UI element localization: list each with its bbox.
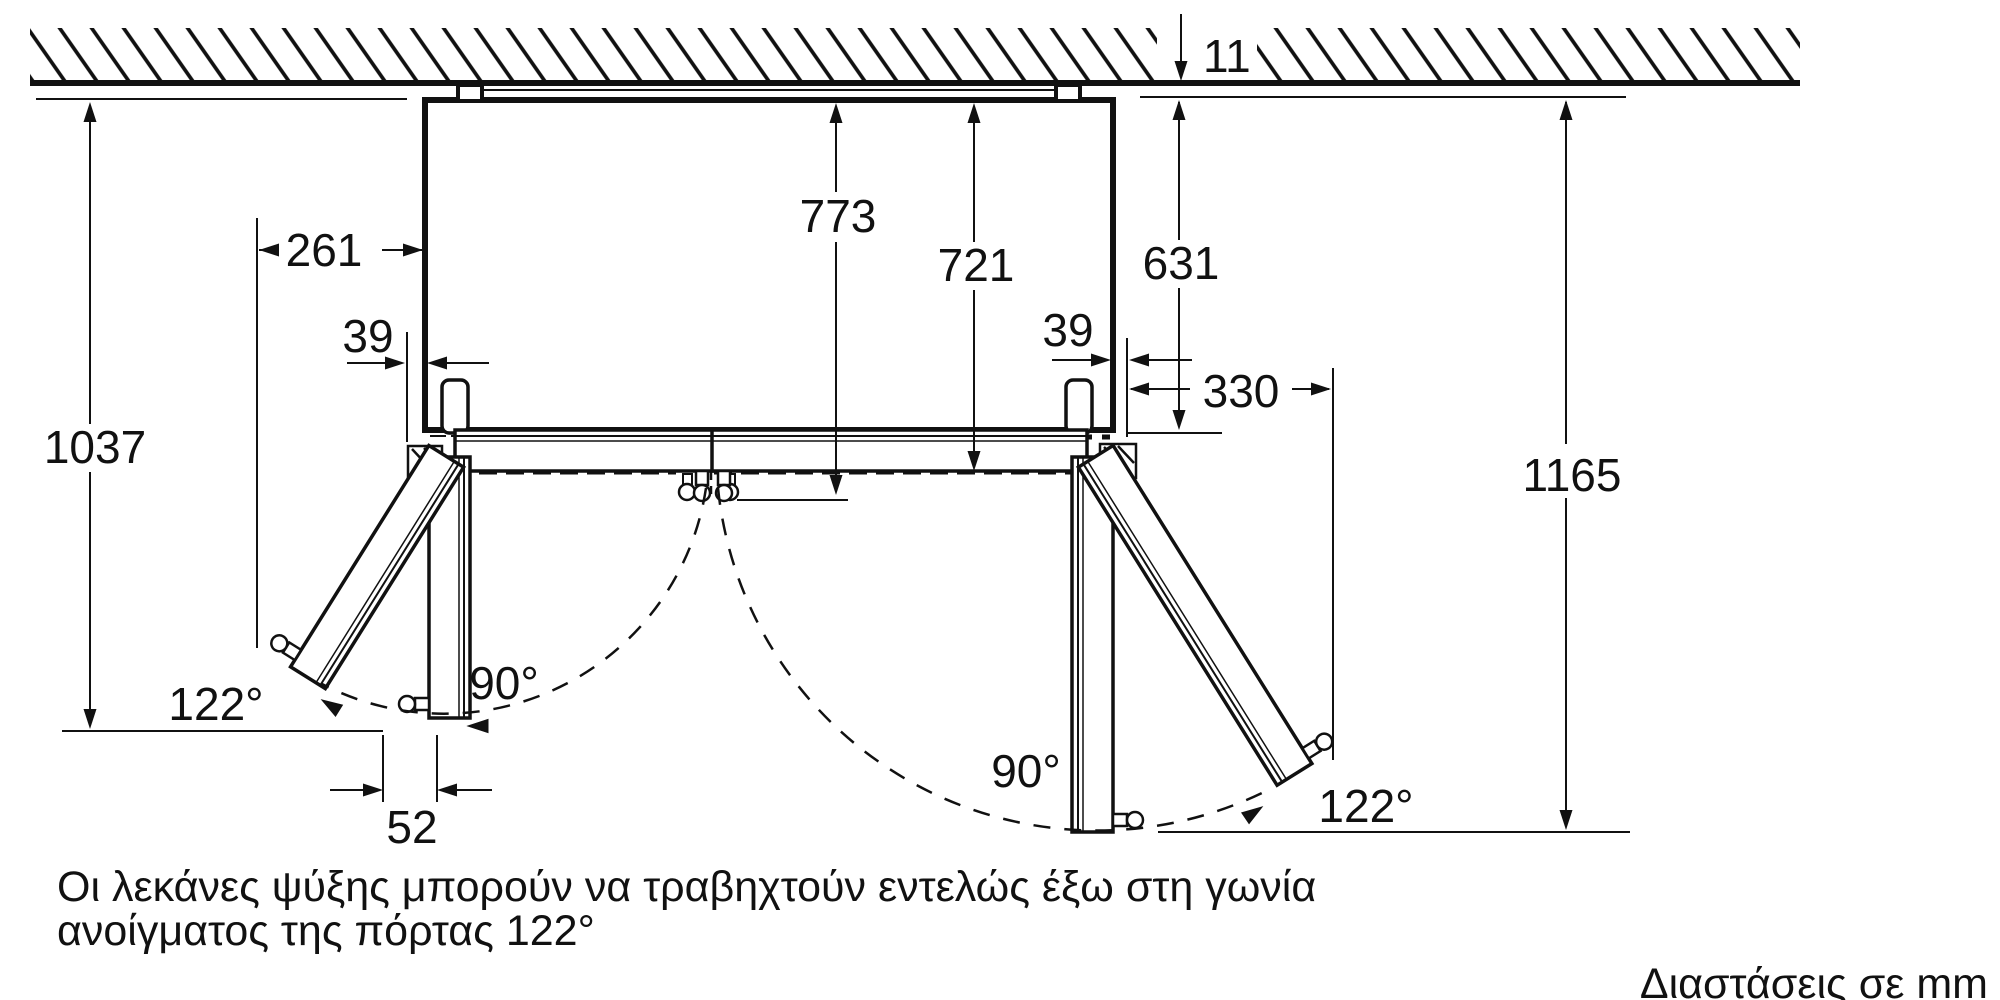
dim-label-631: 631 — [1143, 237, 1220, 289]
dim-hinge-right: 39 — [1042, 304, 1192, 437]
dim-label-11: 11 — [1203, 30, 1251, 82]
dim-label-721: 721 — [938, 239, 1015, 291]
dim-depth-cabinet: 631 — [1127, 100, 1222, 434]
dim-label-1037: 1037 — [44, 421, 146, 473]
angle-label-right-90: 90° — [991, 745, 1061, 797]
door-left-template — [453, 428, 718, 503]
units-note: Διαστάσεις σε mm — [1640, 960, 1988, 1000]
dim-label-52: 52 — [386, 801, 437, 853]
dim-handle-gap: 52 — [330, 735, 492, 853]
angle-label-right-122: 122° — [1318, 780, 1413, 832]
cabinet-body — [422, 83, 1116, 433]
dim-wall-gap: 11 — [1174, 14, 1251, 82]
caption-line-1: Οι λεκάνες ψύξης μπορούν να τραβηχτούν ε… — [57, 863, 1316, 911]
dim-label-39-left: 39 — [342, 310, 393, 362]
dim-label-39-right: 39 — [1042, 304, 1093, 356]
dim-left-offset: 261 — [256, 218, 423, 648]
dim-side-clearance: 330 — [1129, 365, 1334, 760]
dim-label-261: 261 — [286, 224, 363, 276]
wall-hatch-left — [30, 28, 1157, 81]
dim-swing-left: 1037 — [44, 102, 146, 729]
wall-hatch-right — [1257, 28, 1800, 81]
dim-swing-right: 1165 — [1523, 100, 1622, 830]
dim-label-1165: 1165 — [1523, 449, 1622, 501]
dim-hinge-left: 39 — [342, 310, 489, 442]
swing-arcs — [318, 487, 1271, 832]
door-right-template — [710, 428, 1089, 503]
caption-line-2: ανοίγματος της πόρτας 122° — [57, 907, 595, 955]
swing-arc-right — [716, 487, 1271, 832]
dim-depth-doors: 721 — [938, 103, 1015, 471]
hinge-top-right — [1054, 83, 1082, 103]
swing-arc-left — [321, 487, 708, 715]
dim-depth-open: 773 — [737, 103, 877, 501]
hinge-top-left — [456, 83, 484, 103]
dim-label-330: 330 — [1203, 365, 1280, 417]
angle-label-left-122: 122° — [168, 678, 263, 730]
wall — [30, 28, 1800, 86]
angle-label-left-90: 90° — [469, 657, 539, 709]
dim-label-773: 773 — [800, 190, 877, 242]
door-right-open-122 — [1076, 427, 1340, 787]
